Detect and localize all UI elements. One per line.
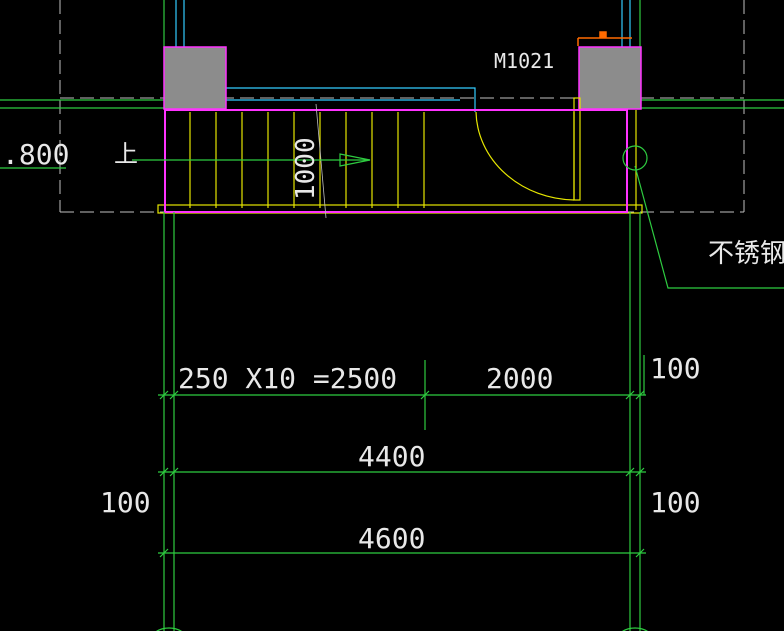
dim-total-outer-label: 4600: [358, 522, 425, 555]
axis-bubble-left: [155, 627, 183, 631]
tick-r1-b: [169, 390, 179, 400]
orange-mark: [577, 31, 632, 46]
cyan-line-middle: [226, 87, 476, 112]
tick-r1-a: [159, 390, 169, 400]
axis-bubble-right: [621, 627, 649, 631]
column-left: [163, 46, 227, 110]
tick-r2-a: [159, 467, 169, 477]
column-right: [578, 46, 642, 110]
material-note-label: 不锈钢: [708, 239, 784, 269]
stair-up-label: 上: [114, 140, 138, 168]
dim-steps-label: 250 X10 =2500: [178, 362, 397, 395]
extension-lines: [163, 212, 645, 631]
stair-outline: [164, 109, 628, 213]
dimension-ticks: [159, 390, 645, 558]
door-code-label: M1021: [494, 49, 554, 73]
tick-r2-b: [169, 467, 179, 477]
dim-left-2-label: 100: [100, 486, 151, 519]
tick-r1-d: [625, 390, 635, 400]
door-swing-arc: [475, 111, 575, 201]
dimension-lines: [158, 394, 646, 554]
tick-r2-d: [635, 467, 645, 477]
dim-right-1-label: 100: [650, 352, 701, 385]
cyan-wall-lines: [175, 0, 631, 112]
dim-landing-label: 2000: [486, 362, 553, 395]
dim-total-inner-label: 4400: [358, 440, 425, 473]
tick-r1-c: [420, 390, 430, 400]
tick-r3-a: [159, 548, 169, 558]
green-wall-lines: [0, 0, 784, 169]
tick-r3-b: [635, 548, 645, 558]
handrail-callout-circle: [622, 145, 648, 171]
dim-right-2-label: 100: [650, 486, 701, 519]
arrow-head: [339, 153, 371, 167]
stair-width-label: 1000: [291, 137, 321, 200]
tick-r1-e: [635, 390, 645, 400]
tick-r2-c: [625, 467, 635, 477]
section-cut-line: [315, 103, 327, 219]
stair-direction-arrow: [132, 153, 371, 167]
orange-mark-box: [599, 31, 607, 38]
elevation-label: .800: [2, 138, 69, 171]
material-leader-line: [634, 165, 784, 289]
